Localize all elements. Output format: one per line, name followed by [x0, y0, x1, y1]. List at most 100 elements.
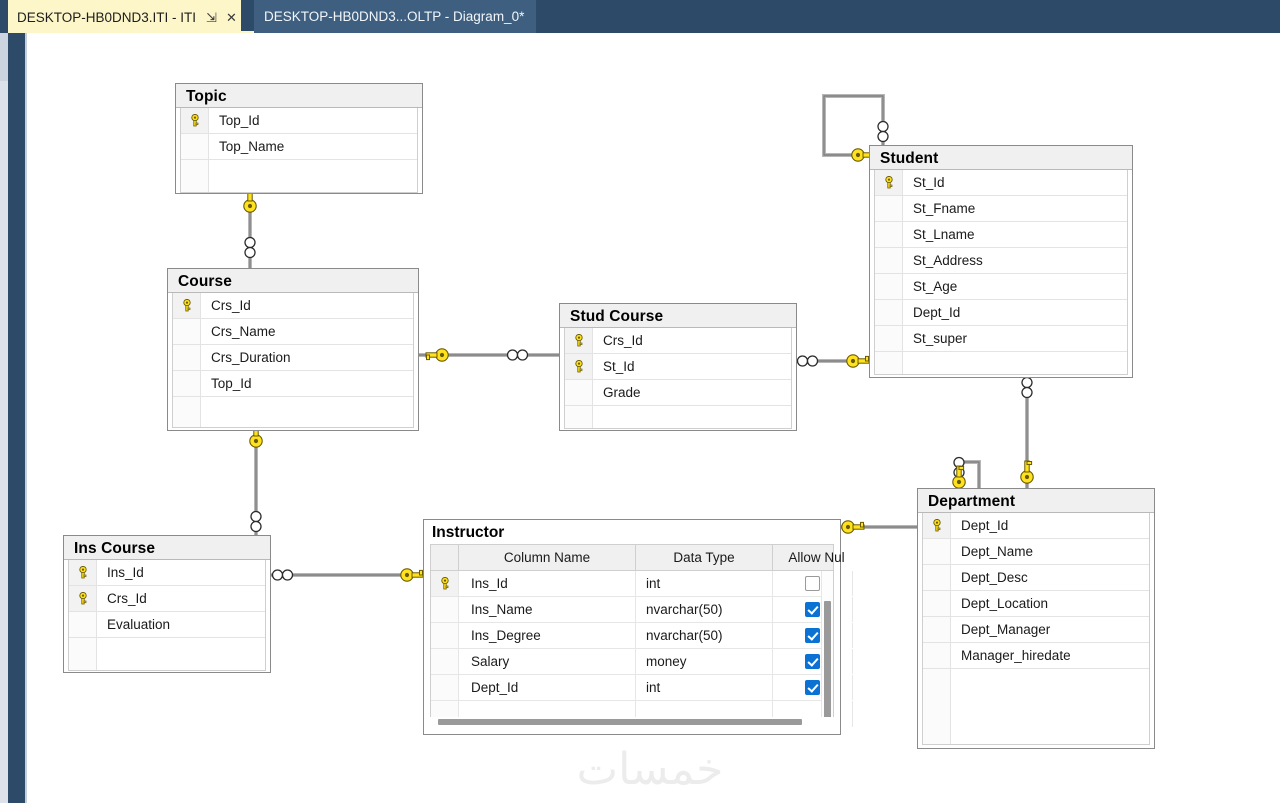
docked-panel-tab-body[interactable] [0, 81, 8, 803]
cell-data-type[interactable]: nvarchar(50) [636, 597, 773, 622]
pin-icon[interactable]: ⇲ [206, 10, 217, 25]
er-column-row[interactable]: Dept_Id [875, 300, 1127, 326]
er-column-row[interactable]: St_Age [875, 274, 1127, 300]
key-slot-empty [173, 345, 201, 370]
er-table-stud-course[interactable]: Stud Course Crs_Id [559, 303, 797, 431]
cell-data-type[interactable]: int [636, 571, 773, 596]
er-column-row[interactable]: Ins_Id [69, 560, 265, 586]
er-table-student[interactable]: Student St_Id [869, 145, 1133, 378]
er-column-row[interactable]: Top_Id [181, 108, 417, 134]
cell-column-name[interactable]: Salary [459, 649, 636, 674]
instructor-row[interactable]: Ins_Id int [431, 571, 853, 597]
allow-nulls-checkbox[interactable] [805, 628, 820, 643]
header-column-name[interactable]: Column Name [459, 545, 636, 570]
key-slot-empty [69, 638, 97, 670]
instructor-row[interactable]: Ins_Name nvarchar(50) [431, 597, 853, 623]
cell-column-name[interactable]: Ins_Name [459, 597, 636, 622]
er-column-row[interactable]: St_Address [875, 248, 1127, 274]
primary-key-icon [173, 293, 201, 318]
er-column-grid: Crs_Id St_Id [564, 328, 792, 429]
er-column-row[interactable]: Dept_Desc [923, 565, 1149, 591]
er-empty-row[interactable] [69, 638, 265, 670]
docked-panel-tab-top[interactable] [0, 33, 8, 81]
er-column-row[interactable]: Manager_hiredate [923, 643, 1149, 669]
er-column-name: St_Fname [913, 201, 976, 216]
er-column-row[interactable]: Grade [565, 380, 791, 406]
instructor-column-grid[interactable]: Column Name Data Type Allow Nul [430, 544, 853, 728]
key-slot-empty [431, 623, 459, 648]
allow-nulls-checkbox[interactable] [805, 654, 820, 669]
instructor-row[interactable]: Dept_Id int [431, 675, 853, 701]
er-column-row[interactable]: Dept_Manager [923, 617, 1149, 643]
er-column-row[interactable]: Top_Id [173, 371, 413, 397]
er-column-row[interactable]: St_super [875, 326, 1127, 352]
er-empty-row[interactable] [181, 160, 417, 192]
instructor-row[interactable]: Ins_Degree nvarchar(50) [431, 623, 853, 649]
er-column-row[interactable]: St_Id [565, 354, 791, 380]
er-column-name: Crs_Duration [211, 350, 291, 365]
er-column-row[interactable]: Crs_Id [173, 293, 413, 319]
watermark: خمسات [576, 744, 724, 795]
cell-allow-nulls[interactable] [773, 649, 853, 674]
cell-column-name[interactable]: Ins_Degree [459, 623, 636, 648]
allow-nulls-checkbox[interactable] [805, 602, 820, 617]
er-column-row[interactable]: St_Id [875, 170, 1127, 196]
er-column-row[interactable]: Crs_Id [565, 328, 791, 354]
cell-data-type[interactable]: money [636, 649, 773, 674]
header-allow-nulls[interactable]: Allow Nul [788, 550, 845, 565]
er-column-row[interactable]: Dept_Name [923, 539, 1149, 565]
er-empty-row[interactable] [173, 397, 413, 427]
instructor-row[interactable]: Salary money [431, 649, 853, 675]
cell-allow-nulls[interactable] [773, 623, 853, 648]
cell-data-type[interactable]: nvarchar(50) [636, 623, 773, 648]
vertical-scrollbar-track[interactable] [821, 571, 833, 727]
er-table-title: Course [168, 269, 418, 293]
cell-allow-nulls[interactable] [773, 571, 853, 596]
er-column-row[interactable]: Crs_Id [69, 586, 265, 612]
er-table-course[interactable]: Course Crs_Id [167, 268, 419, 431]
cell-column-name[interactable]: Dept_Id [459, 675, 636, 700]
er-empty-row[interactable] [923, 669, 1149, 744]
allow-nulls-checkbox[interactable] [805, 576, 820, 591]
tab-object-explorer[interactable]: DESKTOP-HB0DND3.ITI - ITI ⇲ ✕ [8, 0, 241, 33]
er-table-topic[interactable]: Topic Top_Id [175, 83, 423, 194]
cell-allow-nulls[interactable] [773, 597, 853, 622]
cell-allow-nulls[interactable] [773, 675, 853, 700]
header-data-type[interactable]: Data Type [636, 545, 773, 570]
er-column-name: Crs_Name [211, 324, 276, 339]
er-column-name: St_Age [913, 279, 958, 294]
primary-key-icon [565, 328, 593, 353]
er-column-row[interactable]: Dept_Id [923, 513, 1149, 539]
er-table-department[interactable]: Department Dept_Id [917, 488, 1155, 749]
er-column-name: Dept_Desc [961, 570, 1028, 585]
allow-nulls-checkbox[interactable] [805, 680, 820, 695]
er-table-ins-course[interactable]: Ins Course Ins_Id [63, 535, 271, 673]
cell-data-type-empty[interactable] [636, 701, 773, 727]
er-column-row[interactable]: Dept_Location [923, 591, 1149, 617]
diagram-canvas[interactable]: خمسات [27, 33, 1280, 803]
er-column-row[interactable]: St_Lname [875, 222, 1127, 248]
er-column-row[interactable]: Evaluation [69, 612, 265, 638]
horizontal-scrollbar-thumb[interactable] [438, 719, 802, 725]
er-empty-row[interactable] [875, 352, 1127, 374]
er-column-name: St_Id [913, 175, 945, 190]
close-icon[interactable]: ✕ [225, 10, 237, 25]
grid-header-row: Column Name Data Type Allow Nul [431, 545, 845, 571]
cell-allow-nulls-empty[interactable] [773, 701, 853, 727]
vertical-scrollbar-thumb[interactable] [824, 601, 831, 719]
cell-column-name-empty[interactable] [459, 701, 636, 727]
er-empty-row[interactable] [565, 406, 791, 428]
er-column-name: Evaluation [107, 617, 171, 632]
cell-column-name[interactable]: Ins_Id [459, 571, 636, 596]
er-column-row[interactable]: Top_Name [181, 134, 417, 160]
relationship-course-topic [243, 189, 257, 268]
tab-diagram[interactable]: DESKTOP-HB0DND3...OLTP - Diagram_0* [254, 0, 537, 33]
key-slot-empty [923, 669, 951, 744]
er-column-row[interactable]: Crs_Name [173, 319, 413, 345]
active-tab-underline [8, 31, 254, 33]
er-column-row[interactable]: St_Fname [875, 196, 1127, 222]
key-slot-empty [565, 380, 593, 405]
er-column-row[interactable]: Crs_Duration [173, 345, 413, 371]
er-table-instructor[interactable]: Instructor Column Name Data Type Allow N… [423, 519, 853, 735]
cell-data-type[interactable]: int [636, 675, 773, 700]
